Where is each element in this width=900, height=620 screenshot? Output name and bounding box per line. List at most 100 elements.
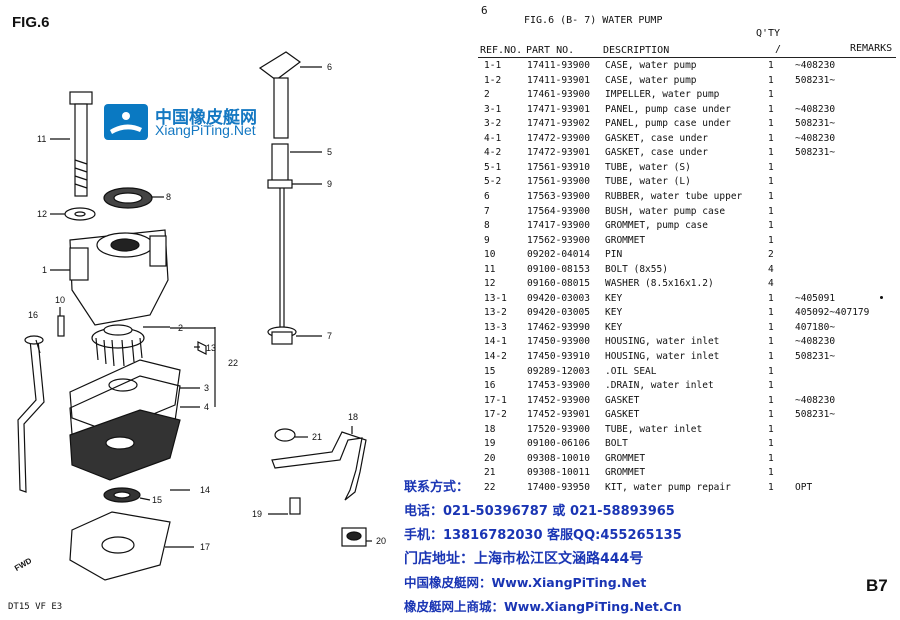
callout-6: 6 — [327, 62, 332, 72]
watermark-url: XiangPiTing.Net — [155, 122, 256, 138]
description-cell: BOLT (8x55) — [605, 263, 668, 275]
description-cell: HOUSING, water inlet — [605, 351, 720, 362]
header-rule — [478, 57, 896, 58]
part-no-cell: 09308-10011 — [527, 467, 590, 479]
description-cell: GASKET — [605, 409, 640, 421]
callout-16: 16 — [28, 310, 38, 320]
qty-cell: 1 — [768, 438, 774, 450]
qty-cell: 1 — [768, 103, 774, 115]
ref-cell: 13-2 — [484, 307, 507, 319]
qty-cell: 1 — [768, 409, 774, 421]
contact-site-1: 中国橡皮艇网：Www.XiangPiTing.Net — [404, 575, 647, 590]
part-no-cell: 17472-93901 — [527, 147, 590, 159]
qty-cell: 4 — [768, 263, 774, 275]
remarks-header: REMARKS — [850, 43, 893, 54]
exploded-diagram: 11 12 8 1 10 2 13 3 4 22 14 15 17 16 6 5… — [17, 51, 386, 581]
contact-address: 门店地址：上海市松江区文涵路444号 — [404, 551, 644, 567]
ref-header: REF.NO. — [480, 45, 523, 56]
remarks-cell: ~408230 — [795, 60, 836, 71]
ref-cell: 17-1 — [484, 394, 507, 406]
contact-heading: 联系方式： — [404, 480, 470, 495]
callout-15: 15 — [152, 495, 162, 505]
part-no-cell: 09420-03005 — [527, 307, 590, 319]
contact-phone: 电话：021-50396787 或 021-58893965 — [404, 504, 675, 519]
ref-cell: 17-2 — [484, 409, 507, 421]
qty-cell: 1 — [768, 161, 774, 173]
description-cell: RUBBER, water tube upper — [605, 190, 743, 202]
qty-cell: 1 — [768, 205, 774, 217]
callout-3: 3 — [204, 383, 209, 393]
figure-title: FIG.6 (B- 7) WATER PUMP — [524, 15, 663, 26]
ref-cell: 2 — [484, 89, 490, 101]
description-cell: GASKET, case under — [605, 147, 708, 159]
ref-cell: 12 — [484, 278, 496, 290]
part-no-cell: 17411-93900 — [527, 60, 590, 71]
qty-cell: 1 — [768, 190, 774, 202]
description-cell: CASE, water pump — [605, 60, 697, 71]
part-no-cell: 17564-93900 — [527, 205, 590, 217]
description-cell: KEY — [605, 321, 623, 333]
page-number: 6 — [481, 4, 488, 17]
ref-cell: 15 — [484, 365, 496, 377]
watermark-name: 中国橡皮艇网 — [155, 108, 257, 128]
description-cell: WASHER (8.5x16x1.2) — [605, 278, 714, 290]
callout-8: 8 — [166, 192, 171, 202]
callout-12: 12 — [37, 209, 47, 219]
stray-dot — [880, 296, 883, 299]
tube-part-18 — [271, 431, 367, 501]
part-no-cell: 09308-10010 — [527, 452, 590, 464]
ref-cell: 20 — [484, 452, 496, 464]
pin-part-10 — [57, 315, 65, 337]
logo-icon — [104, 104, 148, 140]
qty-cell: 1 — [768, 307, 774, 319]
part-header: PART NO. — [526, 45, 575, 56]
part-no-cell: 17450-93910 — [527, 351, 590, 362]
figure-label: FIG.6 — [12, 14, 50, 31]
part-no-cell: 17461-93900 — [527, 89, 590, 101]
description-cell: HOUSING, water inlet — [605, 336, 720, 348]
ref-cell: 3-2 — [484, 118, 502, 130]
description-cell: CASE, water pump — [605, 74, 697, 86]
washer-part-12 — [64, 207, 96, 221]
description-cell: KEY — [605, 307, 623, 319]
description-cell: .OIL SEAL — [605, 365, 657, 377]
part-no-cell: 17472-93900 — [527, 132, 590, 144]
ref-cell: 7 — [484, 205, 490, 217]
callout-10: 10 — [55, 295, 65, 305]
qty-cell: 1 — [768, 292, 774, 304]
remarks-cell: 508231~ — [795, 409, 836, 421]
qty-cell: 1 — [768, 234, 774, 246]
callout-4: 4 — [204, 402, 209, 412]
ref-cell: 14-2 — [484, 351, 507, 362]
description-cell: TUBE, water (L) — [605, 176, 691, 188]
qty-cell: 1 — [768, 60, 774, 71]
pump-case-part-1 — [69, 229, 169, 326]
remarks-cell: ~408230 — [795, 103, 836, 115]
ref-cell: 19 — [484, 438, 496, 450]
qty-cell: 1 — [768, 220, 774, 232]
qty-cell: 1 — [768, 321, 774, 333]
callout-11: 11 — [37, 134, 46, 144]
remarks-cell: 508231~ — [795, 351, 836, 362]
part-no-cell: 17400-93950 — [527, 481, 590, 493]
qty-cell: 1 — [768, 394, 774, 406]
description-cell: BOLT — [605, 438, 628, 450]
